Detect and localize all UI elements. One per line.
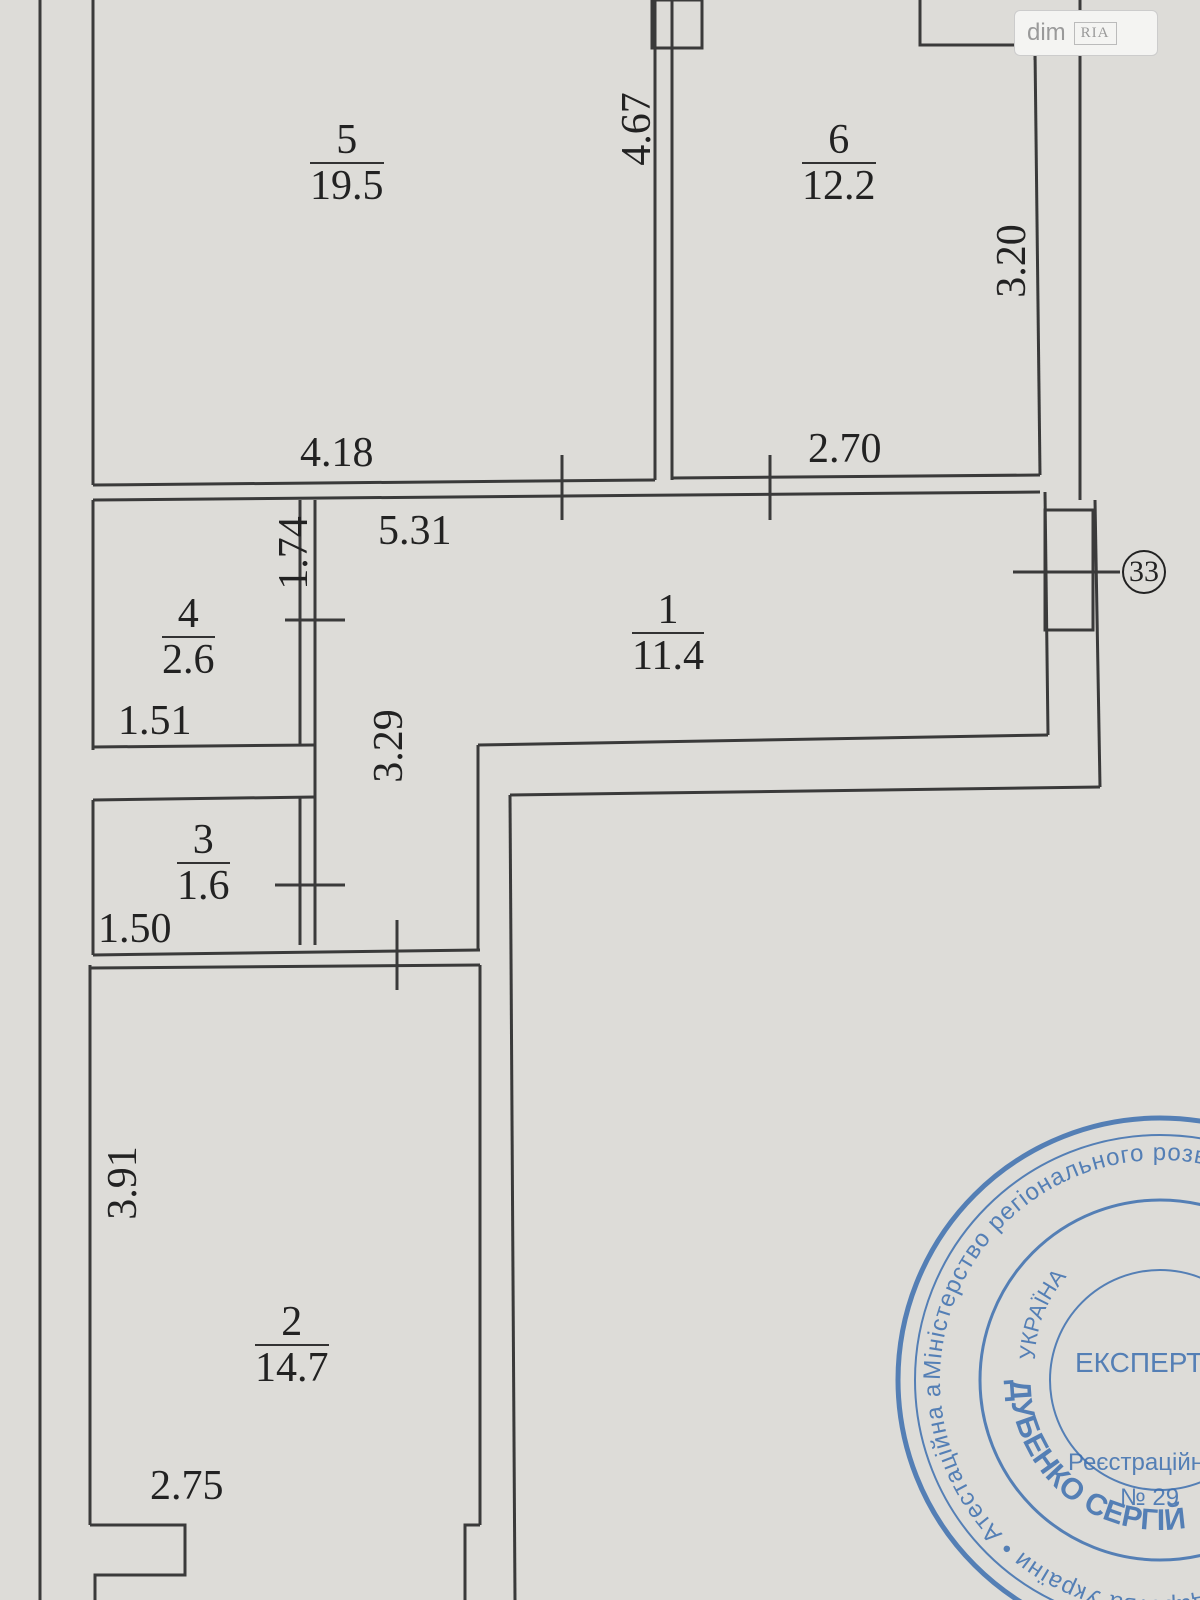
stamp-top-text: УКРАЇНА	[1015, 1264, 1071, 1361]
room-2-label: 2 14.7	[255, 1299, 329, 1392]
room5-wall-bottom	[92, 478, 656, 487]
dim-room2-height: 3.91	[99, 1146, 146, 1220]
room-6-label: 6 12.2	[802, 117, 876, 210]
stamp-center-text: ЕКСПЕРТ	[1075, 1347, 1200, 1378]
dim-room4-width: 1.51	[118, 698, 192, 744]
dim-room3-width: 1.50	[98, 906, 172, 952]
dim-room6-height: 3.20	[988, 224, 1035, 298]
dim-corridor-height: 3.29	[365, 709, 412, 783]
room-5-label: 5 19.5	[310, 117, 384, 210]
dim-room5-height: 4.67	[613, 92, 660, 166]
dim-room5-width: 4.18	[300, 430, 374, 476]
logo-sub: RIA	[1073, 21, 1117, 45]
logo-brand: dim	[1027, 19, 1066, 46]
room6-wall-bottom	[671, 473, 1041, 480]
svg-text:УКРАЇНА: УКРАЇНА	[1015, 1264, 1071, 1361]
stamp	[895, 1115, 1200, 1600]
shaft-top	[650, 0, 704, 50]
room6-wall-right	[1033, 49, 1042, 476]
dim-room6-width: 2.70	[808, 426, 882, 472]
dimria-logo: dim RIA	[1014, 10, 1158, 56]
stamp-reg-no: № 29	[1120, 1484, 1179, 1511]
dim-corridor-length: 5.31	[378, 508, 452, 554]
room-1-label: 1 11.4	[632, 587, 704, 680]
stamp-reg-text: Реєстраційний	[1068, 1449, 1200, 1476]
dim-room2-width: 2.75	[150, 1463, 224, 1509]
room-4-label: 4 2.6	[162, 591, 215, 684]
room-3-label: 3 1.6	[177, 817, 230, 910]
dim-room4-height: 1.74	[270, 516, 317, 590]
entrance-marker: 33	[1122, 550, 1166, 594]
